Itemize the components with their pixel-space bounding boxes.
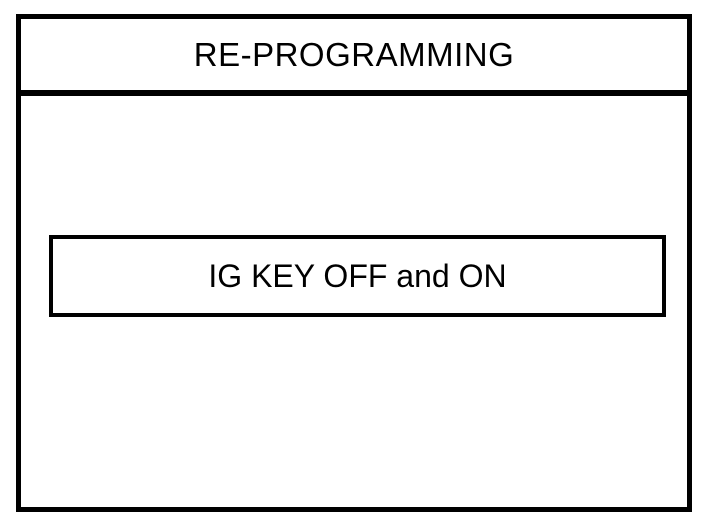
message-text: IG KEY OFF and ON [208,258,507,294]
page-title: RE-PROGRAMMING [193,36,515,73]
screen-frame: RE-PROGRAMMING IG KEY OFF and ON [16,14,692,512]
title-bar: RE-PROGRAMMING [21,19,687,96]
message-box: IG KEY OFF and ON [49,235,666,317]
